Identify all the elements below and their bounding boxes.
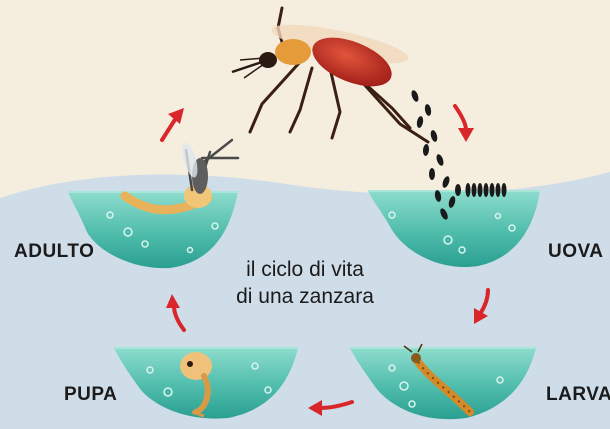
stage-label-adult: ADULTO — [14, 241, 94, 263]
diagram-title: il ciclo di vita di una zanzara — [205, 256, 405, 310]
stage-label-pupa: PUPA — [64, 384, 117, 406]
diagram-title-line-2: di una zanzara — [205, 283, 405, 310]
stage-label-larva: LARVA — [546, 384, 610, 406]
diagram-title-line-1: il ciclo di vita — [205, 256, 405, 283]
stage-label-eggs: UOVA — [548, 241, 603, 263]
